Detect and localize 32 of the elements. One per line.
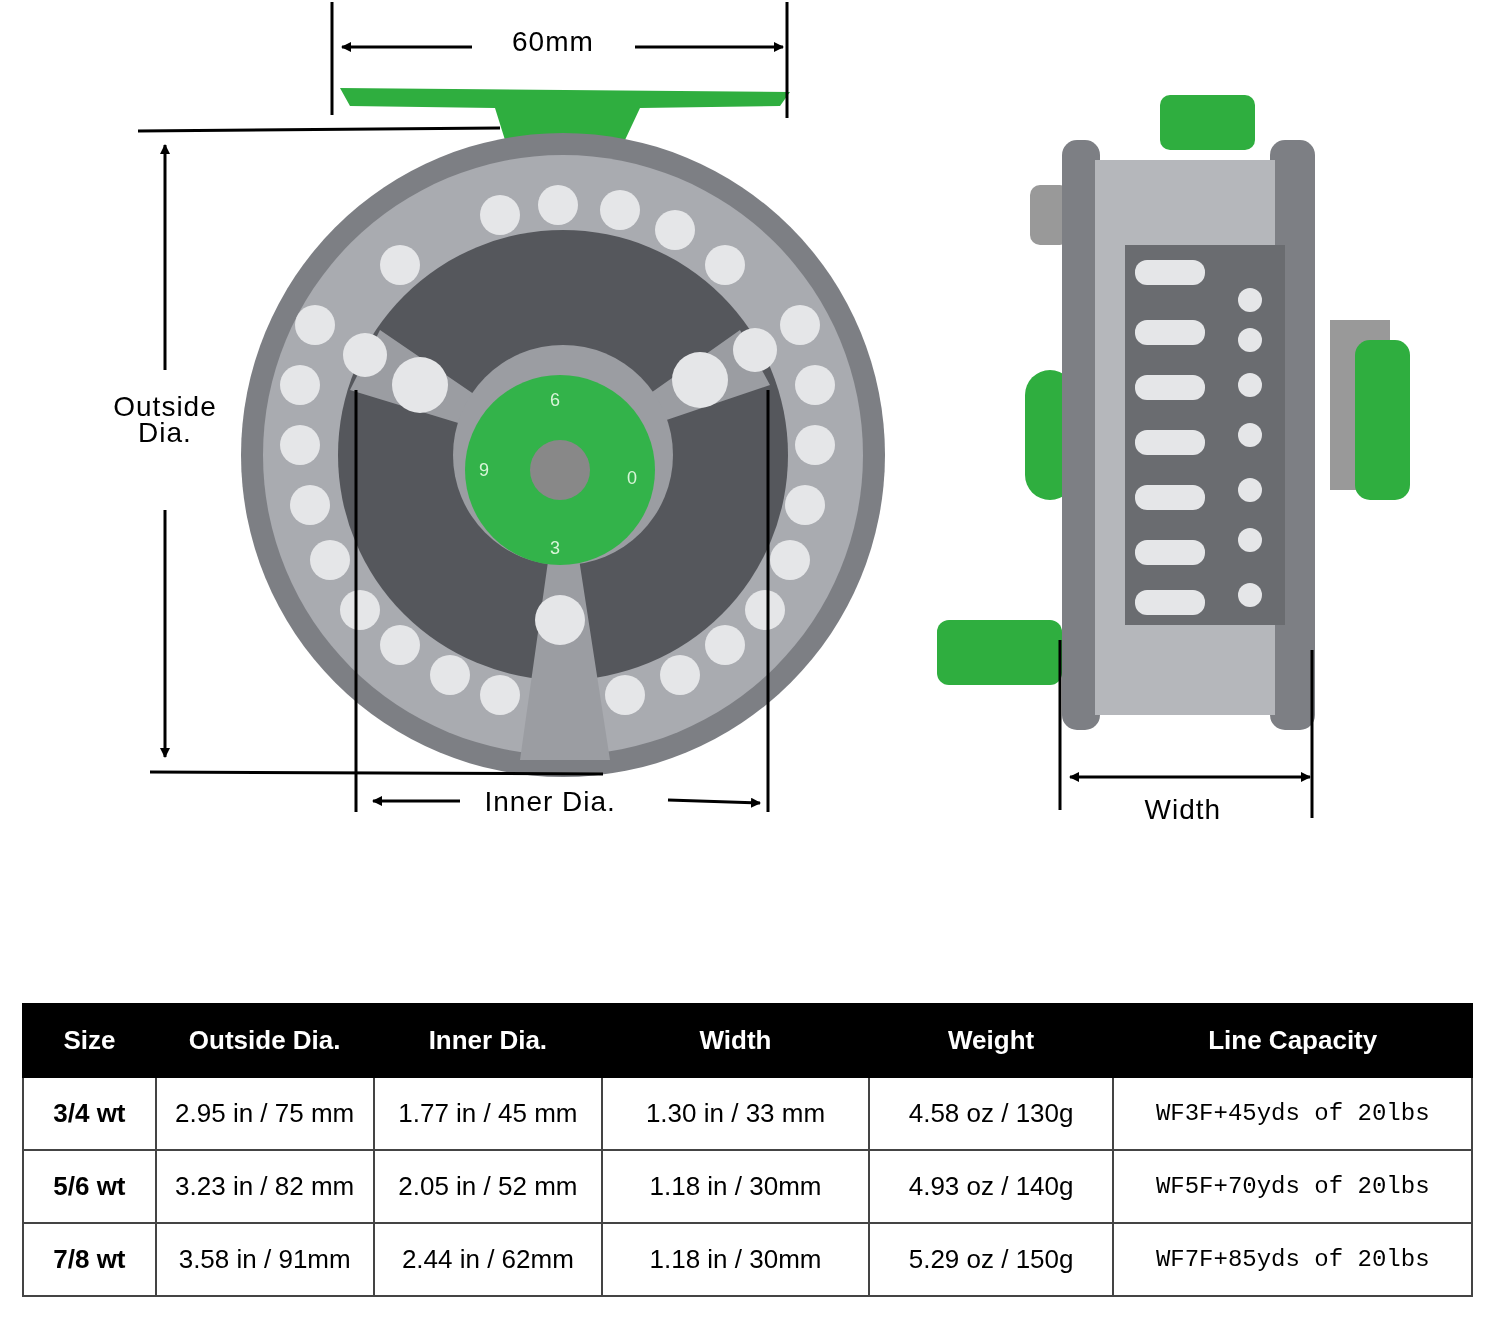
dial-number: 0 [627,467,637,489]
table-cell: 7/8 wt [23,1223,156,1296]
table-cell: 1.18 in / 30mm [602,1150,869,1223]
table-cell: 3.23 in / 82 mm [155,1150,374,1223]
table-cell: 3.58 in / 91mm [155,1223,374,1296]
table-cell: 5/6 wt [23,1150,156,1223]
column-header: Line Capacity [1113,1004,1472,1077]
table-cell: 1.18 in / 30mm [602,1223,869,1296]
table-cell: 5.29 oz / 150g [868,1223,1114,1296]
table-cell: 1.30 in / 33 mm [602,1077,869,1150]
dimension-label: Outside Dia. [112,394,218,446]
dimension-label: 60mm [512,29,594,55]
dimension-label: Inner Dia. [484,789,616,815]
dial-number: 6 [550,389,560,411]
table-cell: 2.95 in / 75 mm [155,1077,374,1150]
column-header: Outside Dia. [155,1004,374,1077]
table-cell: WF5F+70yds of 20lbs [1113,1150,1472,1223]
table-cell: 4.93 oz / 140g [868,1150,1114,1223]
table-cell: 1.77 in / 45 mm [373,1077,603,1150]
dimension-label: Width [1144,797,1222,823]
table-cell: 2.05 in / 52 mm [373,1150,603,1223]
table-cell: WF7F+85yds of 20lbs [1113,1223,1472,1296]
column-header: Weight [868,1004,1114,1077]
table-cell: 2.44 in / 62mm [373,1223,603,1296]
column-header: Inner Dia. [373,1004,603,1077]
dial-number: 3 [550,537,560,559]
column-header: Width [602,1004,869,1077]
dial-number: 9 [479,459,489,481]
table-cell: 3/4 wt [23,1077,156,1150]
table-cell: WF3F+45yds of 20lbs [1113,1077,1472,1150]
column-header: Size [23,1004,156,1077]
table-cell: 4.58 oz / 130g [868,1077,1114,1150]
